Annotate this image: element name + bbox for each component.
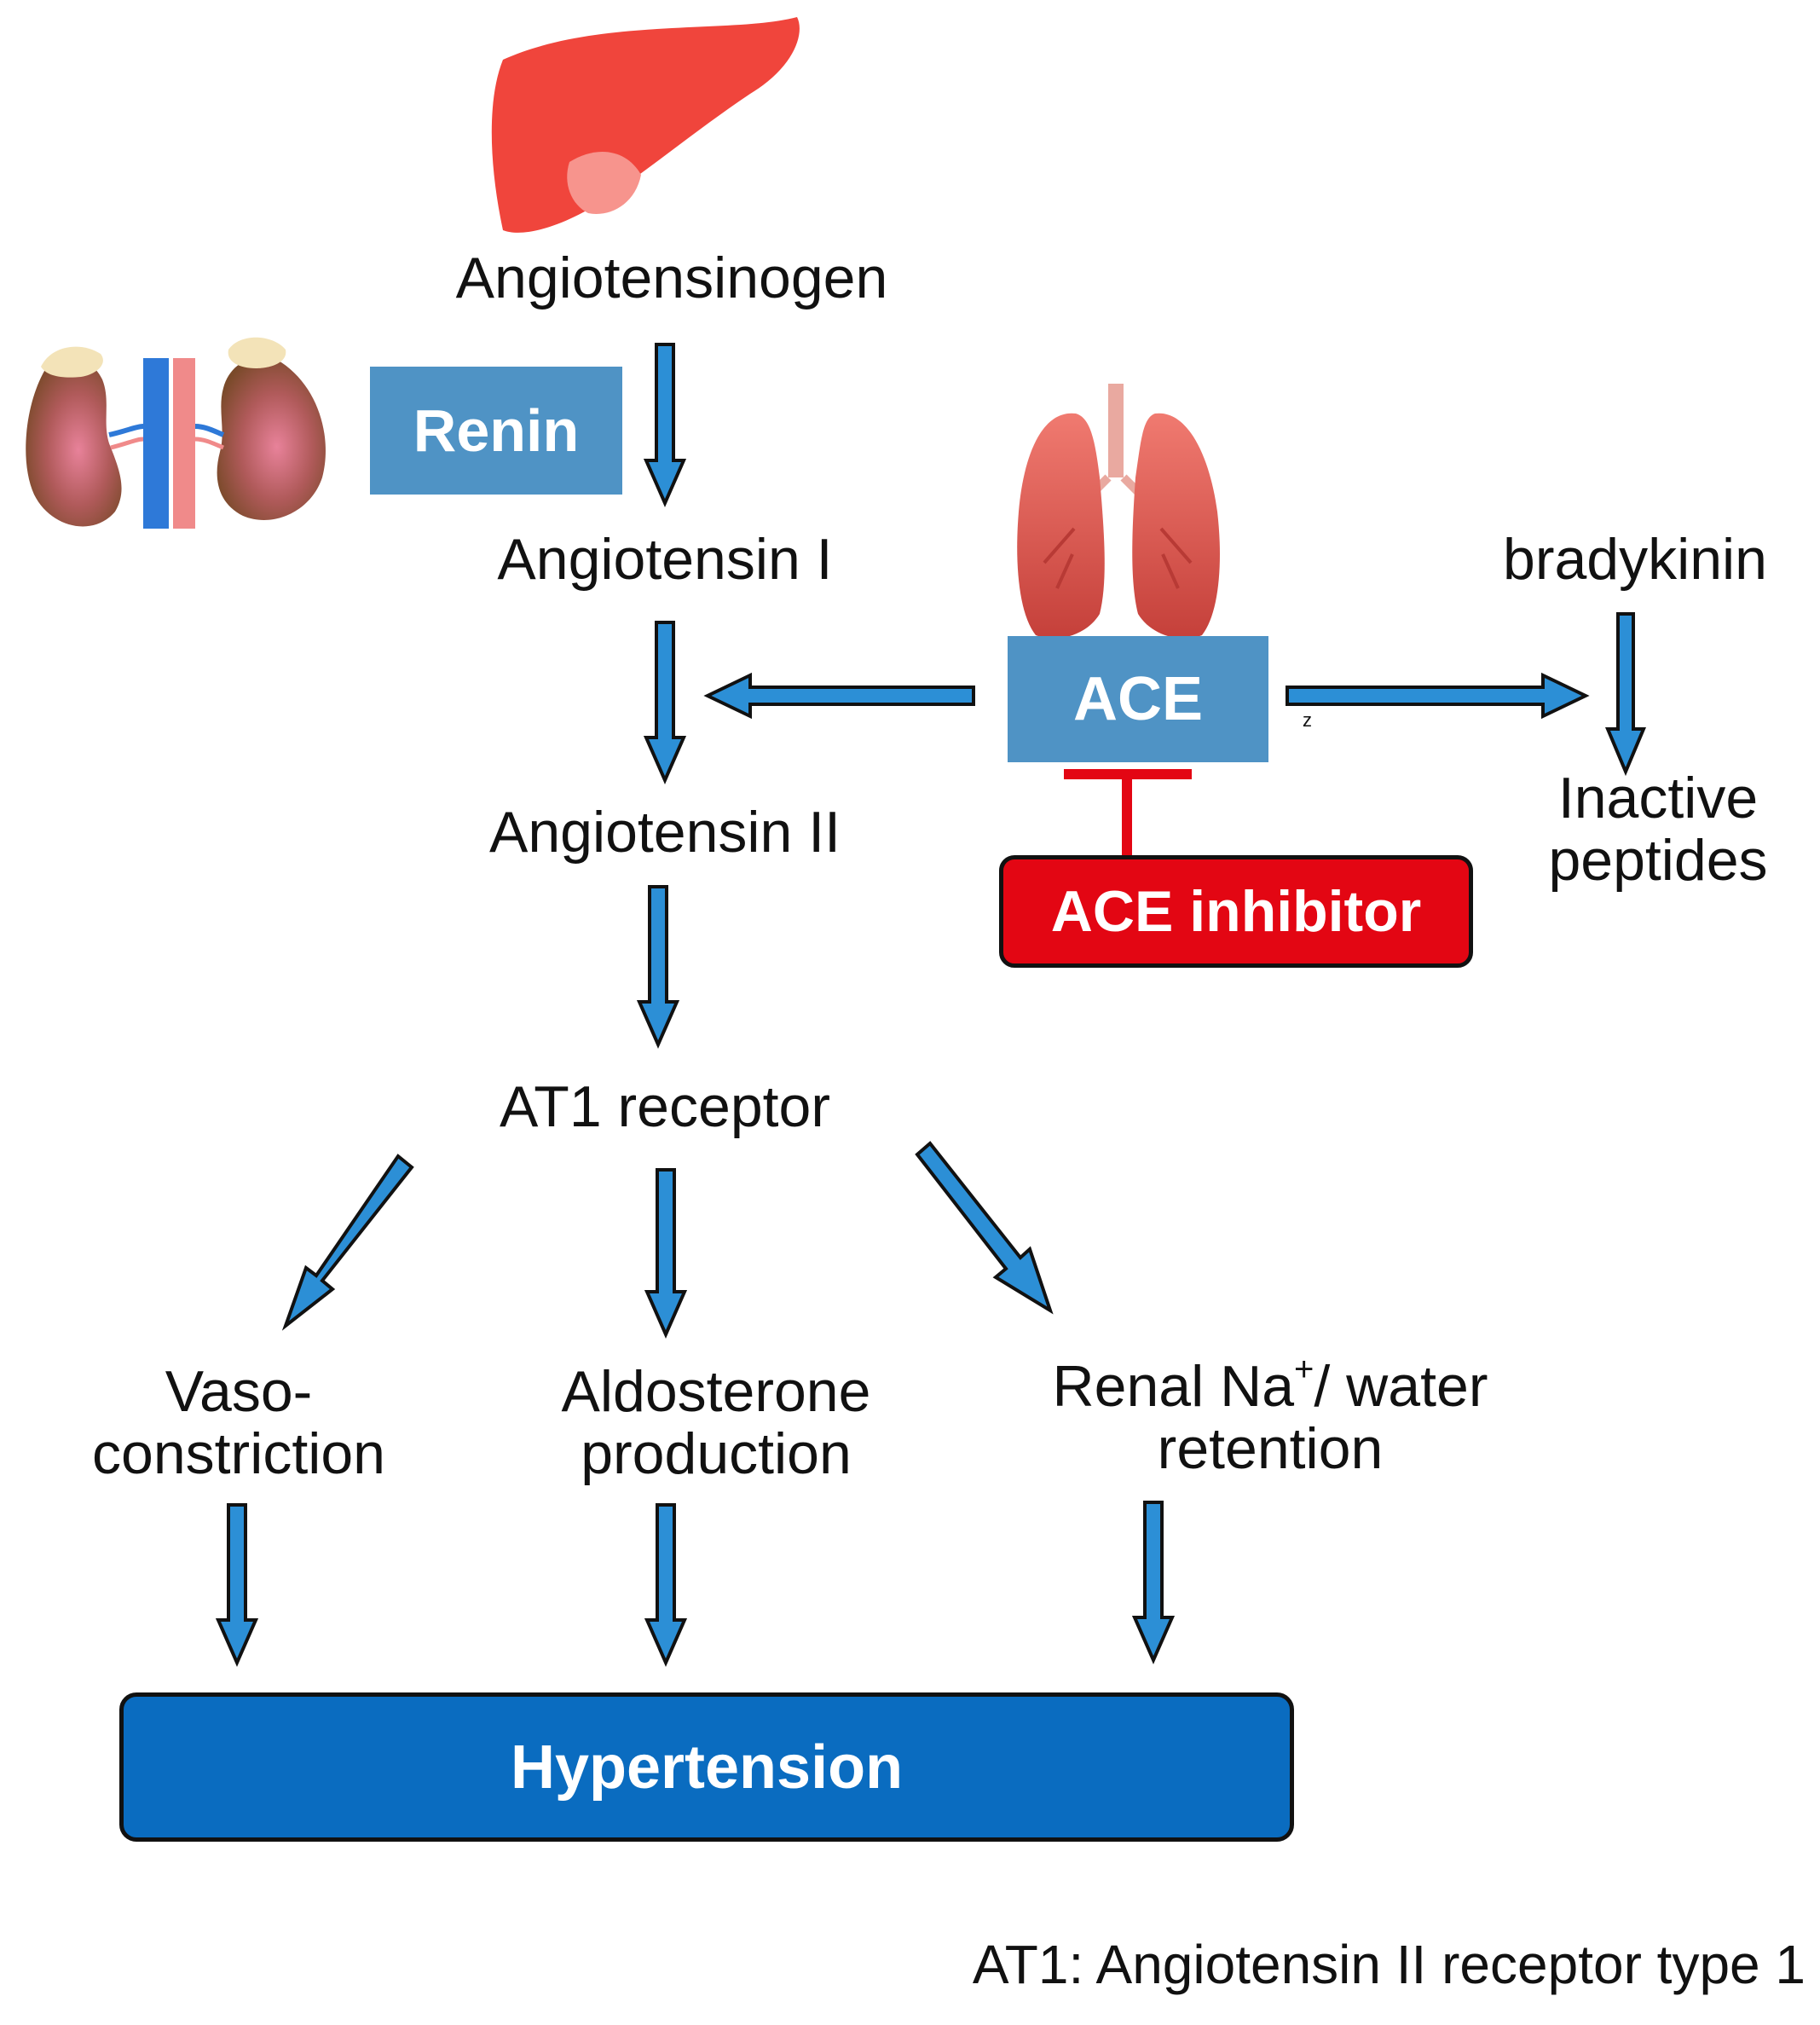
ace-inhibitor-label: ACE inhibitor: [1050, 879, 1422, 944]
arrow-angiotensinogen-to-angiotensin1: [643, 343, 687, 507]
renal-suffix: / water: [1314, 1354, 1488, 1419]
aldo-line1: Aldosterone: [561, 1359, 871, 1424]
lungs-icon: [1017, 384, 1220, 639]
inactive-peptides-line1: Inactive: [1557, 766, 1759, 830]
angiotensin-2-label: Angiotensin II: [488, 800, 841, 865]
ace-label: ACE: [1072, 665, 1203, 733]
at1-receptor-label: AT1 receptor: [499, 1074, 830, 1139]
arrow-ace-to-angiotensin: [703, 672, 975, 720]
renal-line1: Renal Na+/ water: [997, 1351, 1543, 1419]
kidneys-icon: [26, 337, 326, 529]
arrow-aldo-to-hypertension: [644, 1503, 688, 1667]
renin-box: Renin: [370, 367, 622, 495]
renin-label: Renin: [413, 397, 580, 464]
arrow-angiotensin2-to-at1: [636, 885, 680, 1049]
inactive-peptides-line2: peptides: [1548, 828, 1768, 894]
vasoconstriction-label: Vaso- constriction: [51, 1359, 426, 1487]
arrow-at1-to-renal: [915, 1141, 1054, 1315]
renal-prefix: Renal Na: [1052, 1354, 1295, 1419]
vaso-line2: constriction: [92, 1421, 385, 1487]
ace-box: ACE: [1008, 636, 1268, 762]
arrow-angiotensin1-to-angiotensin2: [643, 621, 687, 784]
aldosterone-production-label: Aldosterone production: [511, 1359, 921, 1487]
renal-superscript: +: [1294, 1351, 1314, 1389]
renal-line2: retention: [1157, 1416, 1384, 1482]
arrow-at1-to-vaso: [281, 1154, 414, 1331]
hypertension-label: Hypertension: [510, 1733, 904, 1802]
bradykinin-label: bradykinin: [1503, 527, 1767, 592]
arrow-ace-to-bradykinin: [1286, 672, 1590, 720]
arrow-bradykinin-to-inactive: [1604, 612, 1647, 777]
renal-retention-label: Renal Na+/ water retention: [997, 1351, 1543, 1482]
arrow-at1-to-aldo: [644, 1168, 688, 1339]
hypertension-box: Hypertension: [119, 1692, 1294, 1842]
aldo-line2: production: [581, 1421, 852, 1487]
inactive-peptides-label: Inactive peptides: [1488, 767, 1820, 893]
liver-icon: [491, 17, 800, 233]
angiotensin-1-label: Angiotensin I: [497, 527, 833, 592]
stray-mark: z: [1303, 709, 1312, 731]
arrow-vaso-to-hypertension: [215, 1503, 259, 1667]
footnote: AT1: Angiotensin II receptor type 1: [972, 1934, 1806, 1995]
arrow-renal-to-hypertension: [1131, 1501, 1176, 1664]
vaso-line1: Vaso-: [165, 1359, 313, 1424]
ace-inhibitor-box: ACE inhibitor: [999, 855, 1473, 968]
angiotensinogen-label: Angiotensinogen: [455, 246, 888, 310]
inhibition-marker: [1064, 769, 1192, 855]
